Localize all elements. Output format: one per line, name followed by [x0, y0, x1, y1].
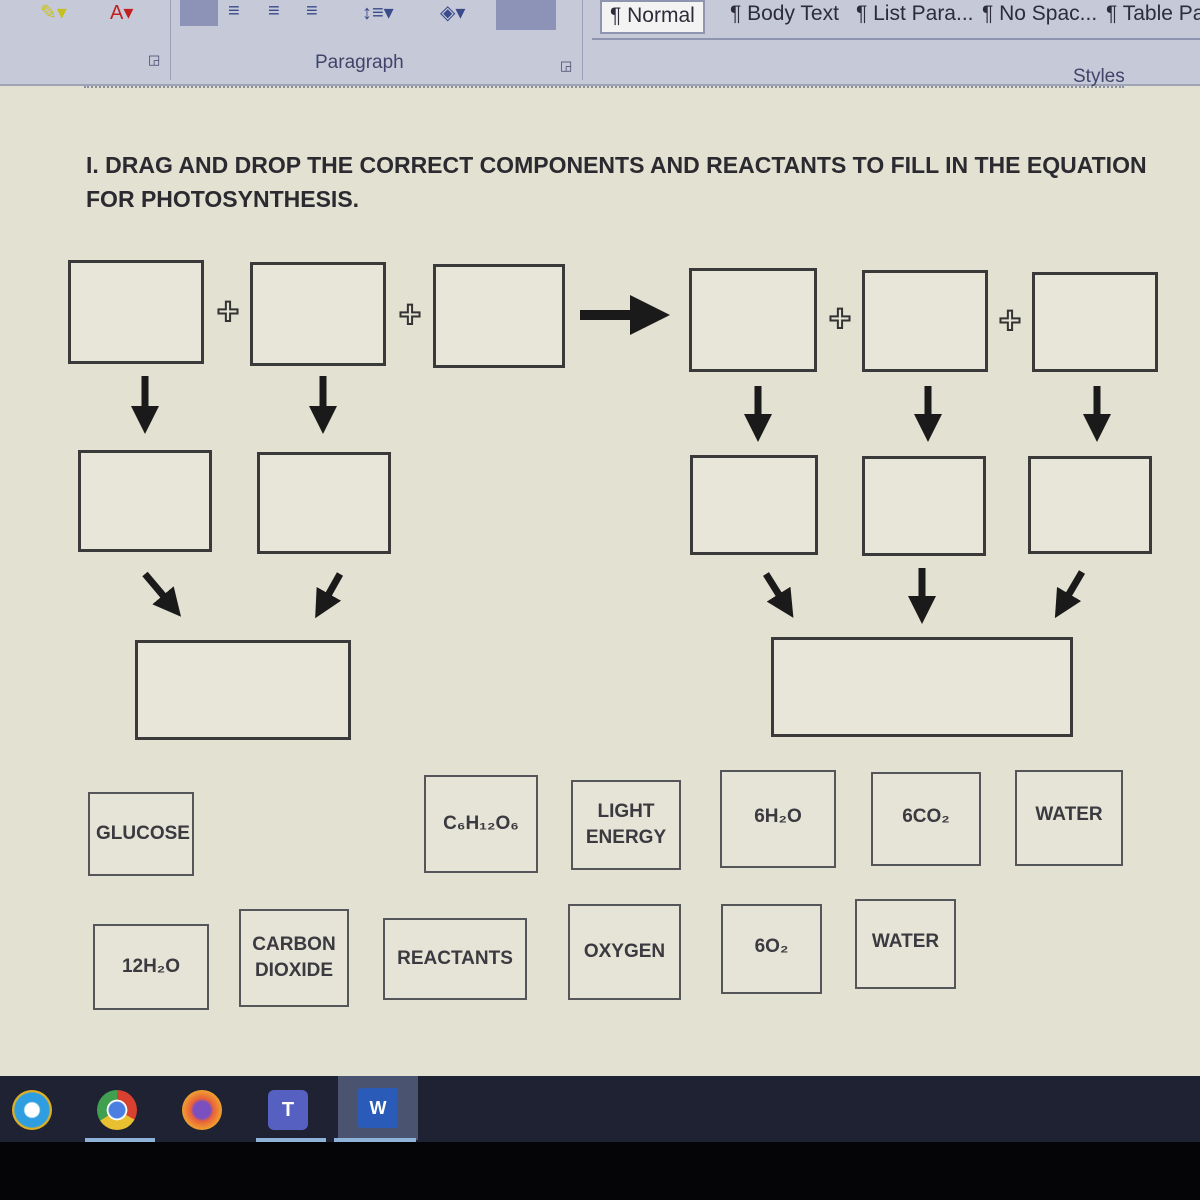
- firefox-icon[interactable]: [172, 1080, 232, 1140]
- internet-explorer-icon[interactable]: [2, 1080, 62, 1140]
- style-body-text[interactable]: ¶ Body Text: [730, 2, 839, 25]
- styles-gallery: [592, 0, 1200, 40]
- tile-6h2o[interactable]: 6H₂O: [720, 770, 836, 868]
- highlight-color-button[interactable]: ✎▾: [40, 2, 67, 24]
- plus-icon: +: [828, 298, 852, 340]
- tile-light-energy[interactable]: LIGHT ENERGY: [571, 780, 681, 870]
- drop-zone-reactant-name-1[interactable]: [78, 450, 212, 552]
- paragraph-dialog-launcher[interactable]: ◲: [560, 58, 573, 73]
- tile-carbon-dioxide[interactable]: CARBON DIOXIDE: [239, 909, 349, 1007]
- word-ribbon: ✎▾ A▾ ≡ ≡ ≡ ↕≡▾ ◈▾ ◲ Paragraph ◲ ¶ Norma…: [0, 0, 1200, 87]
- drop-zone-product-2[interactable]: [862, 270, 988, 372]
- arrow-diagonal-icon: [763, 572, 794, 618]
- align-left-button[interactable]: [180, 0, 218, 26]
- plus-icon: +: [998, 300, 1022, 342]
- drop-zone-product-name-3[interactable]: [1028, 456, 1152, 554]
- teams-icon[interactable]: T: [258, 1080, 318, 1140]
- plus-icon: +: [398, 294, 422, 336]
- teams-running-indicator: [256, 1138, 326, 1142]
- divider: [170, 0, 171, 80]
- drop-zone-product-name-2[interactable]: [862, 456, 986, 556]
- screen-bezel: [0, 1142, 1200, 1200]
- tile-12h2o[interactable]: 12H₂O: [93, 924, 209, 1010]
- justify-button[interactable]: ≡: [306, 0, 318, 22]
- name-date-line: [84, 86, 1124, 88]
- drop-zone-product-1[interactable]: [689, 268, 817, 372]
- tile-reactants[interactable]: REACTANTS: [383, 918, 527, 1000]
- arrow-diagonal-icon: [142, 571, 182, 617]
- tile-6co2[interactable]: 6CO₂: [871, 772, 981, 866]
- tile-water[interactable]: WATER: [1015, 770, 1123, 866]
- tile-glucose[interactable]: GLUCOSE: [88, 792, 194, 876]
- tile-oxygen[interactable]: OXYGEN: [568, 904, 681, 1000]
- drop-zone-reactants-label[interactable]: [135, 640, 351, 740]
- align-right-button[interactable]: ≡: [268, 0, 280, 22]
- style-list-paragraph[interactable]: ¶ List Para...: [856, 2, 974, 25]
- plus-icon: +: [216, 291, 240, 333]
- styles-group-label: Styles: [1073, 66, 1125, 87]
- tile-water-2[interactable]: WATER: [855, 899, 956, 989]
- drop-zone-reactant-name-2[interactable]: [257, 452, 391, 554]
- arrow-diagonal-icon: [1054, 570, 1086, 619]
- style-normal[interactable]: ¶ Normal: [600, 0, 705, 34]
- font-color-button[interactable]: A▾: [110, 2, 134, 24]
- tile-c6h12o6[interactable]: C₆H₁₂O₆: [424, 775, 538, 873]
- drop-zone-reactant-1[interactable]: [68, 260, 204, 364]
- paragraph-group-label: Paragraph: [315, 52, 404, 73]
- style-no-spacing[interactable]: ¶ No Spac...: [982, 2, 1098, 25]
- drop-zone-reactant-3[interactable]: [433, 264, 565, 368]
- tile-6o2[interactable]: 6O₂: [721, 904, 822, 994]
- drop-zone-products-label[interactable]: [771, 637, 1073, 737]
- drop-zone-reactant-2[interactable]: [250, 262, 386, 366]
- borders-button[interactable]: [496, 0, 556, 30]
- chrome-running-indicator: [85, 1138, 155, 1142]
- line-spacing-button[interactable]: ↕≡▾: [362, 2, 394, 24]
- word-active-indicator: [334, 1138, 416, 1142]
- drop-zone-product-3[interactable]: [1032, 272, 1158, 372]
- chrome-icon[interactable]: [87, 1080, 147, 1140]
- font-dialog-launcher[interactable]: ◲: [148, 52, 161, 67]
- shading-button[interactable]: ◈▾: [440, 2, 466, 24]
- arrow-diagonal-icon: [315, 572, 344, 619]
- word-icon[interactable]: W: [338, 1076, 418, 1140]
- instruction-heading: I. DRAG AND DROP THE CORRECT COMPONENTS …: [86, 152, 1147, 212]
- style-table-paragraph[interactable]: ¶ Table Pa: [1106, 2, 1200, 25]
- align-center-button[interactable]: ≡: [228, 0, 240, 22]
- divider: [582, 0, 583, 80]
- drop-zone-product-name-1[interactable]: [690, 455, 818, 555]
